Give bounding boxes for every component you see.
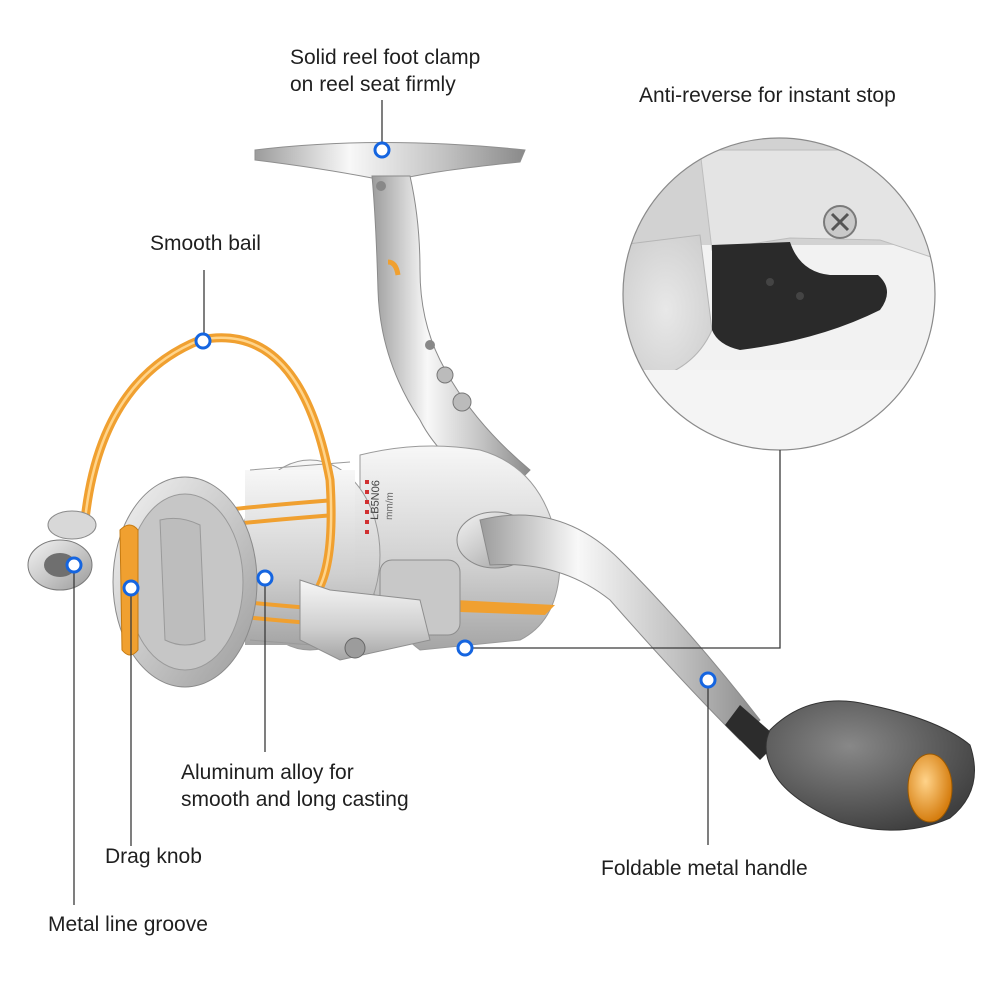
marker-reel-foot xyxy=(373,141,391,159)
reel-foot xyxy=(254,142,531,501)
line-roller xyxy=(27,510,97,591)
spool-print: LB5N06 mm/m xyxy=(365,480,396,534)
label-drag-knob: Drag knob xyxy=(105,845,202,868)
label-reel-foot-line2: on reel seat firmly xyxy=(290,73,456,96)
label-aluminum: Aluminum alloy for smooth and long casti… xyxy=(181,759,409,813)
label-bail: Smooth bail xyxy=(150,232,261,255)
label-line-groove: Metal line groove xyxy=(48,913,208,936)
marker-bail xyxy=(194,332,212,350)
label-aluminum-line1: Aluminum alloy for xyxy=(181,761,354,784)
label-anti-reverse: Anti-reverse for instant stop xyxy=(639,84,896,107)
bail-assembly xyxy=(27,333,431,661)
handle-assembly xyxy=(456,511,975,831)
marker-line-groove xyxy=(65,556,83,574)
anti-reverse-inset xyxy=(622,137,936,451)
callout-markers xyxy=(65,141,717,689)
marker-handle xyxy=(699,671,717,689)
marker-aluminum xyxy=(256,569,274,587)
label-aluminum-line2: smooth and long casting xyxy=(181,788,409,811)
spool-detail-text: mm/m xyxy=(384,492,396,520)
spool-model-text: LB5N06 xyxy=(369,480,382,520)
leader-lines xyxy=(73,100,781,905)
marker-drag-knob xyxy=(122,579,140,597)
handle-arm xyxy=(479,514,761,741)
handle-knob-cap xyxy=(907,753,953,823)
label-reel-foot-line1: Solid reel foot clamp xyxy=(290,46,481,69)
label-handle: Foldable metal handle xyxy=(601,857,808,880)
marker-anti-reverse xyxy=(456,639,474,657)
label-reel-foot: Solid reel foot clamp on reel seat firml… xyxy=(290,44,480,98)
